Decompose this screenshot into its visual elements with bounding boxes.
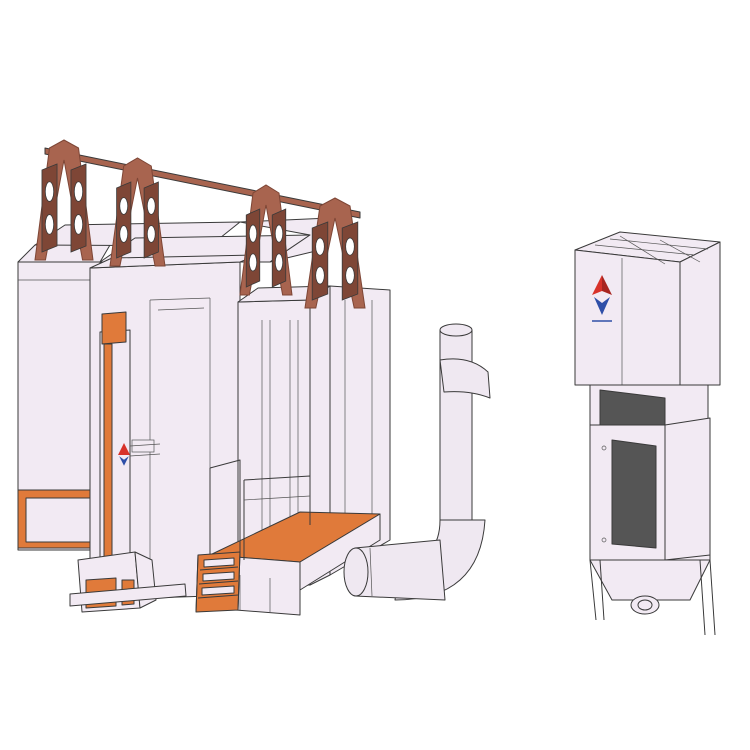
exhaust-duct	[343, 323, 491, 601]
access-stairs	[195, 551, 241, 613]
conveyor-rail	[44, 147, 361, 219]
hanger-frame	[304, 197, 366, 309]
hanger-frame	[239, 184, 293, 296]
company-logo-icon	[592, 275, 612, 322]
hanger-frames	[34, 139, 366, 309]
hanger-frame	[34, 139, 94, 261]
booth-logo-icon	[118, 443, 130, 466]
hanger-frame	[109, 157, 166, 267]
reciprocator-base	[69, 551, 187, 613]
reciprocator-column	[99, 311, 161, 563]
filter-unit	[574, 231, 721, 636]
